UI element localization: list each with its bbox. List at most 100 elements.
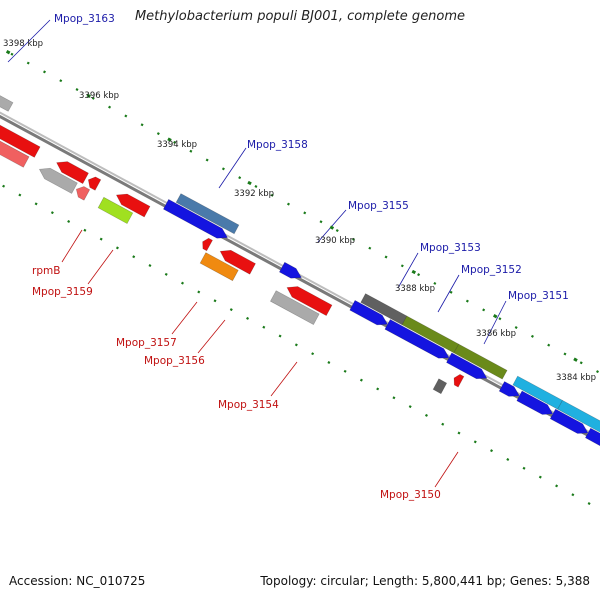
scale-tick — [213, 299, 217, 303]
leader-line — [397, 252, 419, 289]
gene-label-forward: Mpop_3152 — [461, 264, 522, 276]
scale-tick — [303, 211, 307, 215]
scale-tick — [368, 246, 372, 250]
scale-tick — [555, 484, 559, 488]
gene-feature — [75, 186, 91, 201]
accession-text: Accession: NC_010725 — [9, 574, 146, 588]
major-tick — [167, 137, 172, 142]
gene-feature — [97, 196, 134, 225]
scale-tick — [189, 149, 193, 153]
scale-tick — [465, 299, 469, 303]
scale-tick — [359, 378, 363, 382]
scale-tick — [173, 140, 177, 144]
tick-label: 3392 kbp — [234, 189, 274, 199]
scale-tick — [205, 158, 209, 162]
scale-tick — [99, 237, 103, 241]
scale-tick — [547, 343, 551, 347]
scale-tick — [343, 369, 347, 373]
gene-label-forward: Mpop_3163 — [54, 13, 115, 25]
scale-tick — [26, 61, 30, 65]
scale-tick — [2, 184, 6, 188]
cds-feature — [446, 352, 488, 380]
gene-feature — [115, 193, 151, 218]
scale-tick — [482, 308, 486, 312]
scale-tick — [83, 228, 87, 232]
scale-tick — [67, 219, 71, 223]
gene-label-forward: Mpop_3153 — [420, 242, 481, 254]
scale-tick — [596, 370, 599, 374]
scale-tick — [319, 220, 323, 224]
scale-tick — [108, 105, 112, 109]
scale-tick — [473, 440, 477, 444]
scale-tick — [115, 246, 119, 250]
scale-tick — [43, 70, 46, 74]
tick-label: 3394 kbp — [157, 140, 197, 150]
gene-label-reverse: rpmB — [32, 265, 60, 277]
major-tick — [247, 180, 252, 186]
cds-feature — [162, 198, 229, 239]
major-tick — [329, 225, 335, 230]
gene-feature — [0, 140, 30, 168]
tick-label: 3396 kbp — [79, 91, 119, 101]
scale-tick — [91, 96, 95, 100]
tick-label: 3386 kbp — [476, 329, 516, 339]
scale-tick — [571, 493, 575, 497]
gene-label-forward: Mpop_3155 — [348, 200, 409, 212]
gene-feature — [87, 176, 102, 191]
genome-stats-text: Topology: circular; Length: 5,800,441 bp… — [260, 574, 590, 588]
major-tick — [86, 93, 91, 98]
scale-tick — [335, 229, 339, 233]
gene-feature — [0, 124, 41, 158]
leader-line — [434, 451, 459, 488]
scale-tick — [587, 502, 591, 506]
leader-line — [87, 249, 114, 285]
gene-label-forward: Mpop_3158 — [247, 139, 308, 151]
gene-label-reverse: Mpop_3154 — [218, 399, 279, 411]
scale-tick — [59, 79, 63, 83]
scale-tick — [433, 281, 437, 285]
leader-line — [7, 19, 51, 63]
scale-tick — [229, 308, 233, 312]
cds-feature — [498, 381, 520, 397]
scale-tick — [246, 316, 250, 320]
leader-line — [270, 361, 298, 397]
gene-feature — [432, 378, 448, 395]
cds-feature — [384, 319, 450, 359]
map-title: Methylobacterium populi BJ001, complete … — [134, 9, 466, 24]
gene-feature — [56, 161, 89, 185]
major-tick — [411, 269, 417, 275]
gene-feature — [453, 343, 508, 380]
cds-feature — [278, 261, 302, 279]
gene-feature — [0, 95, 14, 112]
scale-tick — [408, 405, 412, 409]
gene-feature — [453, 374, 465, 388]
gene-feature — [557, 399, 600, 433]
scale-tick — [50, 211, 54, 215]
scale-tick — [417, 273, 421, 277]
gene-feature — [38, 167, 78, 194]
tick-label: 3388 kbp — [395, 284, 435, 294]
scale-tick — [18, 193, 22, 197]
gene-label-reverse: Mpop_3150 — [380, 489, 441, 501]
scale-tick — [384, 255, 388, 259]
gene-feature — [269, 290, 320, 326]
scale-tick — [327, 361, 331, 364]
leader-line — [171, 301, 198, 335]
scale-tick — [579, 361, 583, 365]
tick-label: 3390 kbp — [315, 236, 355, 246]
scale-tick — [530, 334, 534, 338]
scale-tick — [286, 202, 290, 206]
scale-tick — [140, 123, 144, 127]
scale-tick — [164, 272, 168, 276]
scale-tick — [522, 466, 526, 470]
scale-tick — [563, 352, 567, 356]
scale-tick — [424, 413, 428, 417]
gene-label-reverse: Mpop_3159 — [32, 286, 93, 298]
scale-tick — [498, 317, 502, 321]
scale-tick — [400, 264, 404, 268]
scale-tick — [490, 449, 494, 453]
leader-line — [61, 229, 83, 263]
major-tick — [5, 50, 11, 55]
scale-tick — [506, 457, 510, 461]
